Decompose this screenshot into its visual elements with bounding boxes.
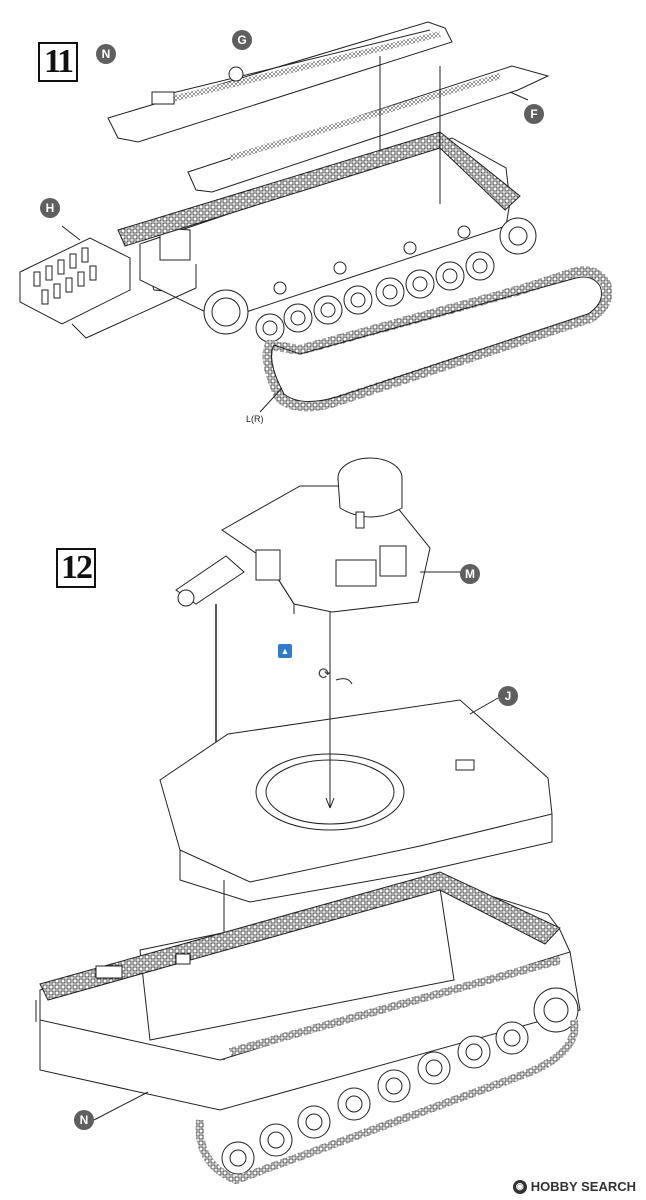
- hobby-search-watermark: ◉ HOBBY SEARCH: [512, 1179, 636, 1194]
- part-G-label: G: [237, 33, 247, 47]
- callout-part-M: M: [460, 564, 480, 584]
- watermark-logo: ◉: [512, 1179, 527, 1194]
- rotate-arrow-icon: ⟳: [318, 666, 332, 683]
- track-side-text: L(R): [246, 414, 264, 424]
- step-11-number: 11: [43, 43, 74, 80]
- part-M-label: M: [465, 567, 475, 581]
- step-number-11: 11: [38, 42, 78, 82]
- step-number-12: 12: [56, 548, 96, 588]
- part-H-label: H: [45, 201, 55, 215]
- step-11-variant: N: [101, 47, 111, 61]
- callout-part-F: F: [524, 104, 544, 124]
- part-N-label: N: [79, 1113, 89, 1127]
- watermark-text: HOBBY SEARCH: [530, 1179, 636, 1194]
- part-F-label: F: [530, 107, 538, 121]
- step-12-number: 12: [61, 549, 93, 586]
- part-J-label: J: [504, 689, 512, 703]
- callout-part-N: N: [74, 1110, 94, 1130]
- callout-part-H: H: [40, 198, 60, 218]
- track-side-label: L(R): [246, 414, 264, 424]
- callout-part-J: J: [498, 686, 518, 706]
- callout-variant-N: N: [96, 44, 116, 64]
- callout-part-G: G: [232, 30, 252, 50]
- cement-icon: ▲: [278, 644, 292, 658]
